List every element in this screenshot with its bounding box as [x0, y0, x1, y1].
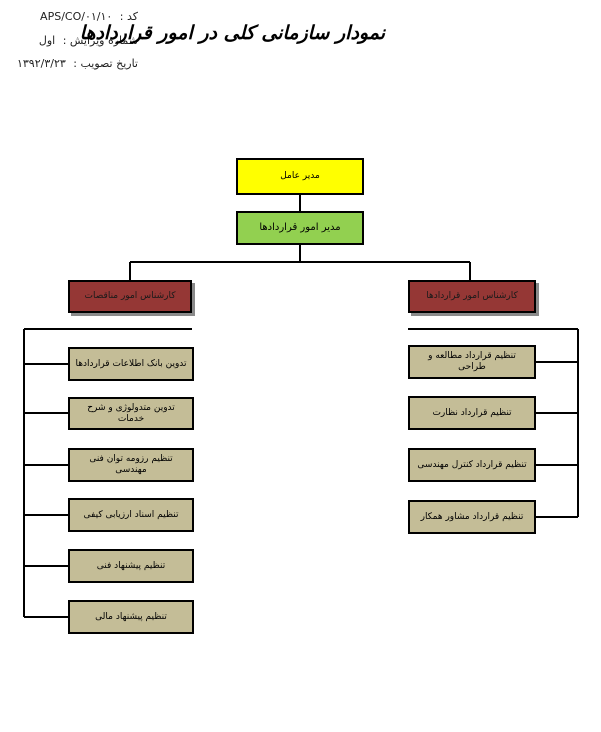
node-contracts-manager: مدیر امور قراردادها	[236, 211, 364, 245]
task-tender-1: تدوین بانک اطلاعات قراردادها	[68, 347, 194, 381]
task-tender-5: تنظیم پیشنهاد فنی	[68, 549, 194, 583]
task-tender-6: تنظیم پیشنهاد مالی	[68, 600, 194, 634]
code-value: APS/CO/۰۱/۱۰	[40, 10, 113, 23]
revision-value: اول	[38, 34, 56, 47]
task-contract-2: تنظیم قرارداد نظارت	[408, 396, 536, 430]
document-approval-date: تاریخ تصویب : ۱۳۹۲/۳/۲۳	[10, 57, 138, 70]
task-tender-3: تنظیم رزومه توان فنی مهندسی	[68, 448, 194, 482]
node-tender-expert: کارشناس امور مناقصات	[68, 280, 192, 313]
document-revision: شماره ویرایش : اول	[14, 34, 138, 47]
revision-label: شماره ویرایش :	[62, 34, 138, 47]
task-tender-4: تنظیم اسناد ارزیابی کیفی	[68, 498, 194, 532]
date-label: تاریخ تصویب :	[73, 57, 138, 70]
task-contract-4: تنظیم قرارداد مشاور همکار	[408, 500, 536, 534]
node-contracts-expert: کارشناس امور قراردادها	[408, 280, 536, 313]
code-label: کد :	[119, 10, 138, 23]
task-contract-3: تنظیم قرارداد کنترل مهندسی	[408, 448, 536, 482]
task-tender-2: تدوین متدولوژی و شرح خدمات	[68, 397, 194, 430]
date-value: ۱۳۹۲/۳/۲۳	[16, 57, 66, 70]
node-ceo: مدیر عامل	[236, 158, 364, 195]
page-title: نمودار سازمانی کلی در امور قراردادها	[79, 22, 385, 44]
task-contract-1: تنظیم قرارداد مطالعه و طراحی	[408, 345, 536, 379]
document-code: کد : APS/CO/۰۱/۱۰	[14, 10, 138, 23]
